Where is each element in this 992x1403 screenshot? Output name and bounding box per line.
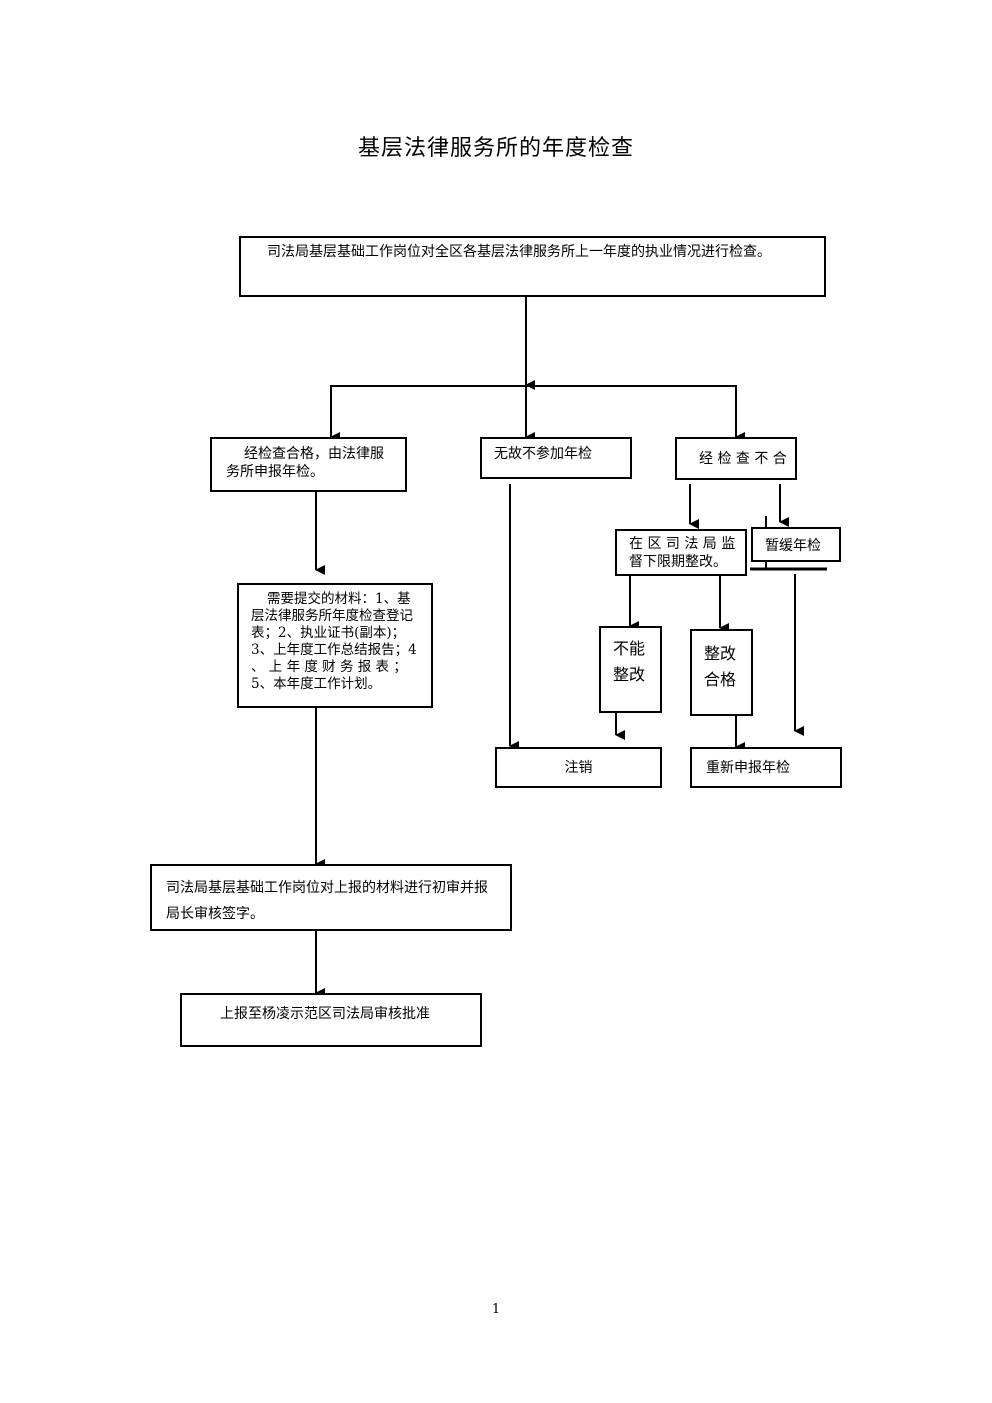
box-top-check: 司法局基层基础工作岗位对全区各基层法律服务所上一年度的执业情况进行检查。 bbox=[239, 236, 826, 297]
box-cancel-text: 注销 bbox=[564, 760, 593, 776]
page-number: 1 bbox=[491, 1302, 501, 1317]
box-initial-review: 司法局基层基础工作岗位对上报的材料进行初审并报局长审核签字。 bbox=[150, 864, 512, 931]
box-no-reason-text: 无故不参加年检 bbox=[494, 446, 592, 462]
box-rectify-ok: 整改合格 bbox=[690, 629, 753, 716]
box-suspend: 暂缓年检 bbox=[751, 527, 841, 562]
box-reapply-text: 重新申报年检 bbox=[706, 760, 790, 776]
box-rectify: 在 区 司 法 局 监督下限期整改。 bbox=[615, 529, 747, 576]
box-qualified-text: 经检查合格，由法律服务所申报年检。 bbox=[226, 446, 384, 480]
box-rectify-text: 在 区 司 法 局 监督下限期整改。 bbox=[629, 536, 736, 570]
box-cannot-rectify-text: 不能整改 bbox=[613, 639, 646, 684]
box-unqualified: 经 检 查 不 合 bbox=[675, 437, 797, 480]
box-submit: 上报至杨凌示范区司法局审核批准 bbox=[180, 993, 482, 1047]
box-suspend-text: 暂缓年检 bbox=[765, 538, 821, 554]
box-no-reason: 无故不参加年检 bbox=[480, 437, 632, 479]
box-materials-text: 需要提交的材料：1、基层法律服务所年度检查登记表；2、执业证书(副本)；3、上年… bbox=[251, 591, 417, 692]
box-cancel: 注销 bbox=[495, 747, 662, 788]
box-materials: 需要提交的材料：1、基层法律服务所年度检查登记表；2、执业证书(副本)；3、上年… bbox=[237, 583, 433, 708]
box-rectify-ok-text: 整改合格 bbox=[704, 644, 737, 689]
box-top-check-text: 司法局基层基础工作岗位对全区各基层法律服务所上一年度的执业情况进行检查。 bbox=[267, 244, 771, 260]
box-unqualified-text: 经 检 查 不 合 bbox=[699, 451, 787, 467]
page-title: 基层法律服务所的年度检查 bbox=[357, 136, 634, 161]
box-qualified: 经检查合格，由法律服务所申报年检。 bbox=[210, 437, 407, 492]
box-cannot-rectify: 不能整改 bbox=[599, 626, 662, 713]
box-submit-text: 上报至杨凌示范区司法局审核批准 bbox=[220, 1006, 430, 1022]
box-initial-review-text: 司法局基层基础工作岗位对上报的材料进行初审并报局长审核签字。 bbox=[166, 880, 488, 922]
box-reapply: 重新申报年检 bbox=[690, 747, 842, 788]
